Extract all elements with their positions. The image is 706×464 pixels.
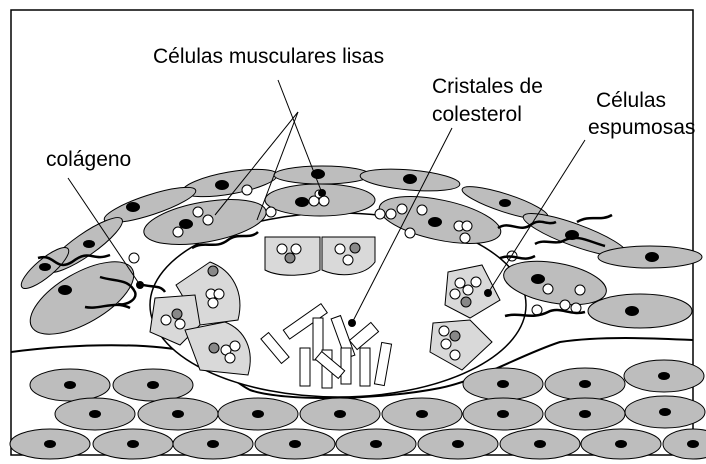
label-collagen: colágeno (46, 148, 131, 171)
label-cholesterol-line2: colesterol (432, 103, 522, 126)
label-foam-line1: Células (596, 89, 666, 112)
label-foam-line2: espumosas (588, 116, 695, 139)
label-cholesterol-line1: Cristales de (432, 75, 543, 98)
smooth-muscle-cell (588, 294, 692, 328)
label-smooth-muscle: Células musculares lisas (153, 45, 384, 68)
